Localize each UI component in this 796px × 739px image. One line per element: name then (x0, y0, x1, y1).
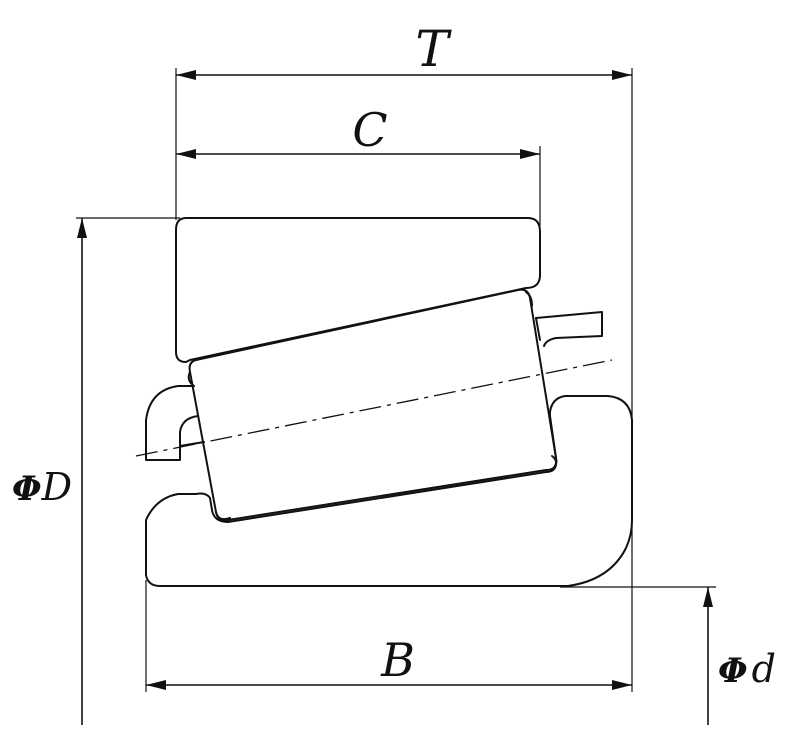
label-T: T (415, 20, 452, 78)
phi-d-symbol: Φ (718, 651, 748, 691)
arrow-B-left (146, 680, 166, 690)
cage-left (145, 385, 199, 461)
dimension-T: T (175, 20, 633, 590)
cage-right-bar (535, 317, 541, 341)
arrow-C-left (176, 149, 196, 159)
roller-fillet-top-left (187, 371, 195, 387)
cage-right (535, 311, 603, 347)
roller-fillet-top-right (525, 291, 533, 307)
dimension-phi-D: ΦD (12, 217, 180, 725)
roller-fillet-bottom-left (215, 511, 231, 521)
arrow-T-right (612, 70, 632, 80)
phi-d-letter: d (752, 647, 776, 691)
label-B: B (380, 633, 415, 687)
label-C: C (352, 103, 387, 157)
inner-ring-cone (145, 395, 633, 587)
arrow-d-up (703, 587, 713, 607)
arrow-C-right (520, 149, 540, 159)
phi-D-symbol: Φ (12, 469, 42, 509)
arrow-B-right (612, 680, 632, 690)
arrow-D-up (77, 218, 87, 238)
dimension-C: C (176, 103, 541, 226)
label-phi-D: ΦD (12, 465, 72, 509)
phi-D-letter: D (41, 465, 72, 509)
roller-axis-centerline (135, 359, 613, 457)
roller-fillet-bottom-right (551, 455, 557, 471)
dimension-B: B (145, 580, 633, 692)
tapered-roller (188, 288, 558, 522)
cage-left-bar (179, 441, 205, 447)
outer-ring-cup (175, 217, 541, 363)
arrow-T-left (176, 70, 196, 80)
